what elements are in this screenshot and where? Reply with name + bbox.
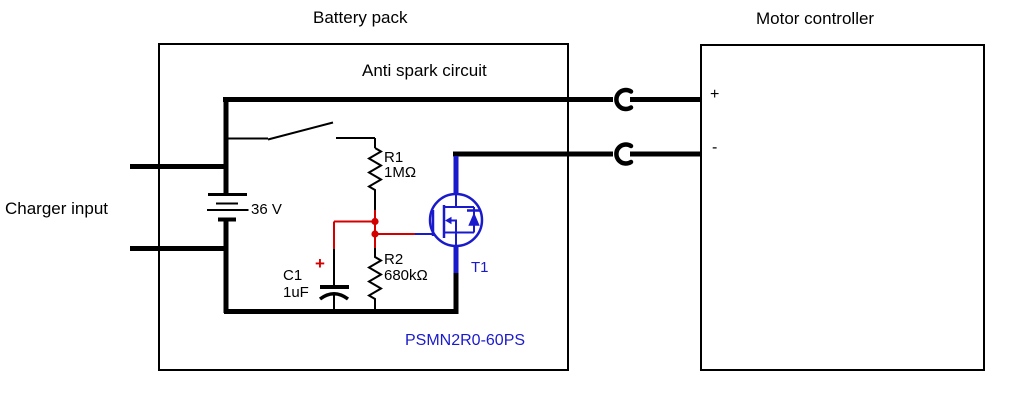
capacitor-negative-plate xyxy=(318,292,350,301)
resistors xyxy=(367,147,383,313)
capacitor-c1-symbol xyxy=(318,248,350,313)
mosfet-arrow-icon xyxy=(445,216,452,225)
junction-dots xyxy=(371,217,379,238)
transistor-part-number-label: PSMN2R0-60PS xyxy=(405,332,526,349)
charger-input-label: Charger input xyxy=(5,199,109,218)
battery-voltage-label: 36 V xyxy=(251,201,282,218)
body-diode-triangle-icon xyxy=(468,212,480,226)
motor-positive-terminal-label: + xyxy=(710,86,720,103)
junction-dot-lower xyxy=(371,230,379,238)
motor-controller-title: Motor controller xyxy=(756,9,875,28)
switch-blade xyxy=(267,121,334,141)
resistor-r2-symbol xyxy=(367,247,383,313)
motor-controller-box xyxy=(700,44,985,371)
resistor-r1-name: R1 xyxy=(384,149,404,166)
battery-symbol xyxy=(207,193,249,222)
resistor-r1-value: 1MΩ xyxy=(384,164,417,181)
resistor-r2-value: 680kΩ xyxy=(384,267,428,284)
battery-pack-title: Battery pack xyxy=(313,8,408,27)
mosfet-t1-symbol xyxy=(415,156,484,273)
transistor-designator-label: T1 xyxy=(471,259,489,276)
capacitor-polarity-mark: + xyxy=(315,254,325,273)
capacitor-c1-value: 1uF xyxy=(283,284,309,301)
anti-spark-title: Anti spark circuit xyxy=(362,61,487,80)
motor-negative-terminal-label: - xyxy=(712,139,718,156)
power-wires xyxy=(130,97,701,314)
switch-symbol xyxy=(228,121,376,148)
mosfet-filled-shapes xyxy=(445,212,480,226)
mosfet-body-tie xyxy=(450,219,457,233)
resistor-r1-symbol xyxy=(367,147,383,211)
connector-plug-negative-icon xyxy=(614,142,634,166)
capacitor-c1-name: C1 xyxy=(283,267,303,284)
connector-plugs xyxy=(614,87,634,166)
red-gate-wiring xyxy=(333,210,415,249)
resistor-r2-name: R2 xyxy=(384,251,404,268)
connector-plug-positive-icon xyxy=(614,87,634,112)
battery-pack-box xyxy=(158,43,569,371)
junction-dot-upper xyxy=(371,217,379,226)
